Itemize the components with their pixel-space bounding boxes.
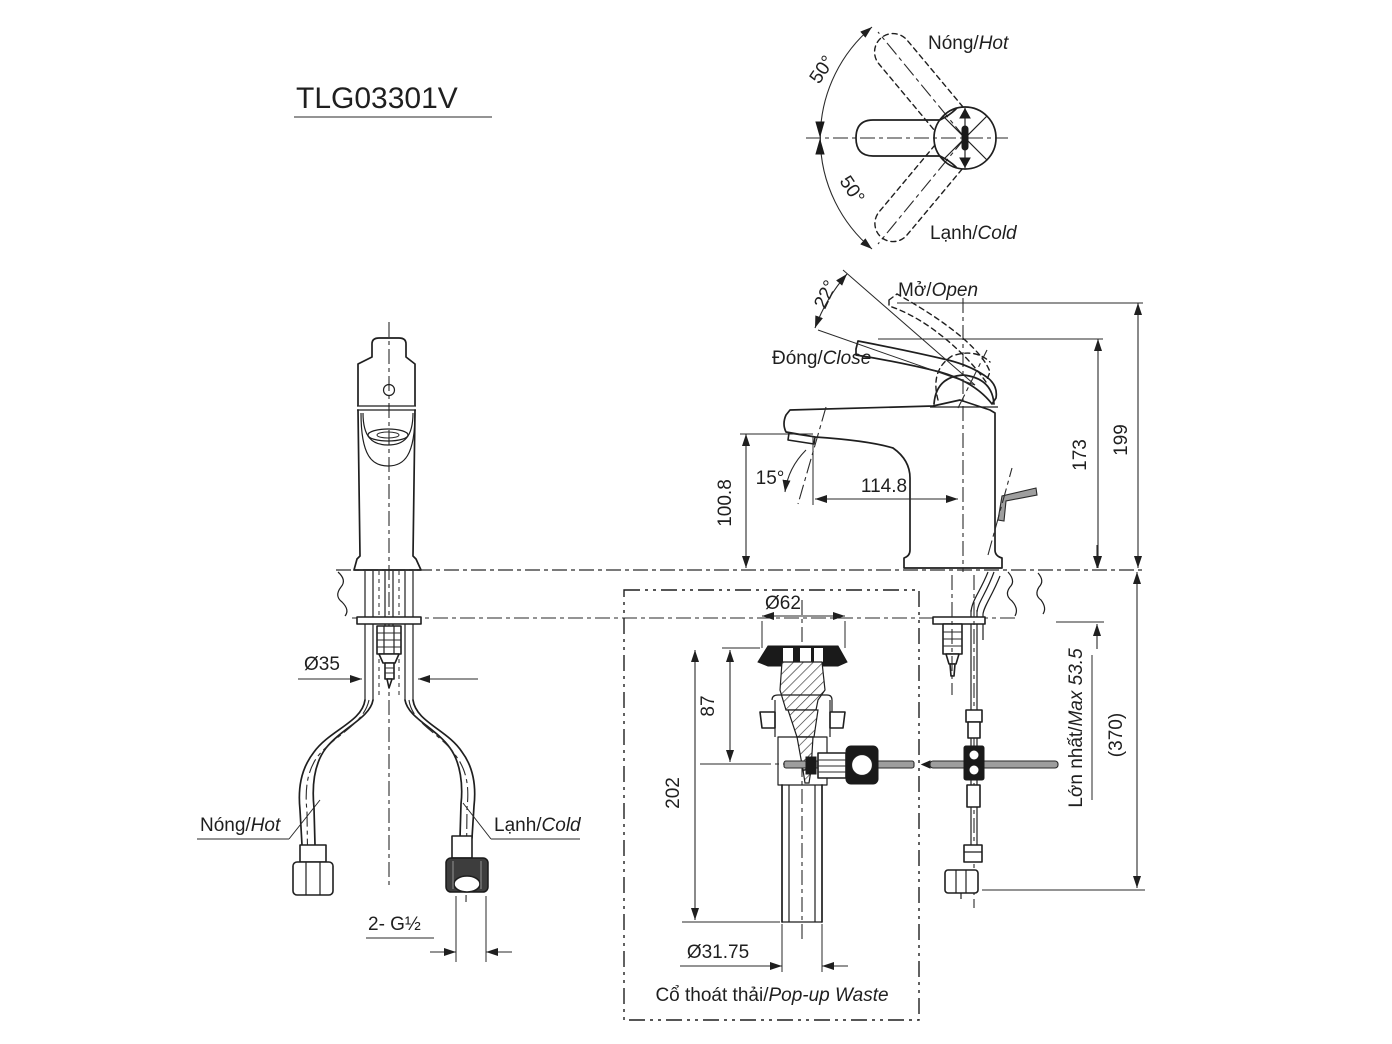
handle-angle-value: 22° (810, 277, 841, 312)
close-label: Đóng/Close (772, 348, 871, 369)
dim-overall-depth: (370) (982, 572, 1145, 891)
counter-break-right-1 (1006, 571, 1018, 617)
product-code: TLG03301V (296, 82, 458, 115)
handle-button (382, 383, 396, 397)
cold-label-front: Lạnh/Cold (494, 815, 582, 836)
dim-height-open: 199 (1111, 303, 1142, 568)
cartridge-circle (933, 106, 997, 170)
popup-detail-border (623, 589, 920, 1021)
open-angle-arc (814, 273, 848, 329)
counter-break-right-2 (1036, 572, 1046, 615)
angle-upper-label: 50° (806, 52, 839, 88)
lift-rod-tip (920, 760, 931, 769)
rotation-arc (819, 26, 873, 250)
spout-outlet-inner (376, 431, 400, 439)
dim-deck-thickness: Lớn nhất/Max 53.5 (1056, 545, 1104, 808)
drawing-title: TLG03301V (294, 82, 492, 118)
cartridge-dome (933, 374, 995, 405)
cold-leader-line (462, 802, 492, 840)
ball-joint (850, 753, 874, 777)
side-body-outline (783, 399, 1003, 569)
front-handle-outline (357, 337, 416, 406)
popup-top-diameter-value: Ø62 (765, 593, 801, 614)
base-diameter-value: Ø35 (304, 654, 340, 675)
dim-tail-diameter: Ø31.75 (680, 924, 848, 972)
mounting-nut (376, 625, 402, 689)
pull-knob-axis (987, 467, 1013, 556)
spout-height-value: 100.8 (715, 479, 736, 527)
overall-depth-value: (370) (1106, 713, 1127, 757)
handle-hot-position-dashed (873, 32, 964, 132)
counter-break-left (337, 571, 348, 617)
cartridge-dome-open-dashed (935, 352, 991, 401)
dim-overall-length: 202 (663, 650, 780, 923)
overall-length-value: 202 (663, 777, 684, 809)
popup-pull-knob (997, 487, 1038, 522)
spout-window-inner (362, 412, 414, 446)
side-hose-nut (944, 869, 979, 899)
deck-max-value: Lớn nhất/Max 53.5 (1066, 648, 1087, 808)
thread-value: 2- G½ (368, 914, 421, 935)
front-view: Nóng/Hot Lạnh/Cold Ø35 2- G½ (197, 322, 582, 962)
height-open-value: 199 (1111, 424, 1132, 456)
dim-spout-height: 100.8 (715, 433, 813, 568)
spout-reach-value: 114.8 (861, 476, 907, 497)
height-closed-value: 173 (1070, 439, 1091, 471)
angle-lower-label: 50° (835, 172, 868, 208)
cartridge-slot (961, 125, 969, 151)
dim-plug-depth: 87 (698, 647, 760, 765)
open-label: Mở/Open (898, 280, 978, 301)
tail-diameter-value: Ø31.75 (687, 942, 749, 963)
dim-spout-reach: 114.8 (812, 437, 958, 505)
lift-rod-side (929, 760, 1059, 769)
front-body-outline (353, 409, 422, 571)
open-angle-ray-lower (817, 329, 976, 386)
lever-tilt-axis (957, 349, 988, 409)
dim-spout-angle: 15° (756, 406, 827, 505)
dim-base-diameter: Ø35 (298, 654, 478, 683)
popup-caption: Cổ thoát thải/Pop-up Waste (655, 985, 888, 1006)
drain-flange (757, 645, 848, 667)
spout-window-outer (360, 412, 416, 467)
hot-label-front: Nóng/Hot (200, 815, 281, 836)
popup-waste-detail: Ø62 (623, 589, 920, 1021)
topview-hot-axis (877, 31, 966, 139)
cold-supply-hose (404, 699, 489, 903)
plug-depth-value: 87 (698, 695, 719, 716)
hot-label-top: Nóng/Hot (928, 33, 1009, 54)
side-below-deck (920, 571, 1059, 908)
popup-lift-rod (756, 745, 915, 785)
side-view: 22° Mở/Open Đóng/Close 199 173 100.8 114… (715, 269, 1145, 908)
aerator (787, 432, 816, 445)
drain-plug-hatched (779, 661, 826, 784)
handle-cold-position-dashed (874, 144, 964, 243)
hot-supply-hose (292, 699, 374, 896)
lever-closed (855, 340, 998, 405)
mounting-washer (356, 616, 422, 625)
dim-height-closed: 173 (1070, 339, 1102, 568)
counter-lines (336, 569, 1145, 619)
dim-thread: 2- G½ (366, 896, 512, 962)
hot-leader-line (288, 799, 321, 840)
cartridge-arrow-down (959, 157, 971, 169)
open-angle-ray-upper (842, 269, 976, 386)
arc-mid-arrow-down (815, 121, 825, 138)
cold-label-top: Lạnh/Cold (930, 223, 1018, 244)
lift-rod-clamp-side (963, 745, 985, 781)
top-view: 50° 50° Nóng/Hot Lạnh/Cold (806, 26, 1018, 250)
dim-popup-top-diameter: Ø62 (761, 593, 846, 648)
spout-outlet-ellipse (367, 428, 409, 442)
side-washer (932, 616, 986, 625)
topview-cold-axis (877, 137, 966, 245)
waste-tailpipe (781, 784, 823, 923)
lever-open-dashed (888, 293, 991, 384)
cartridge-arrow-up (959, 107, 971, 119)
spout-angle-value: 15° (756, 468, 785, 489)
arc-mid-arrow-up (815, 138, 825, 155)
